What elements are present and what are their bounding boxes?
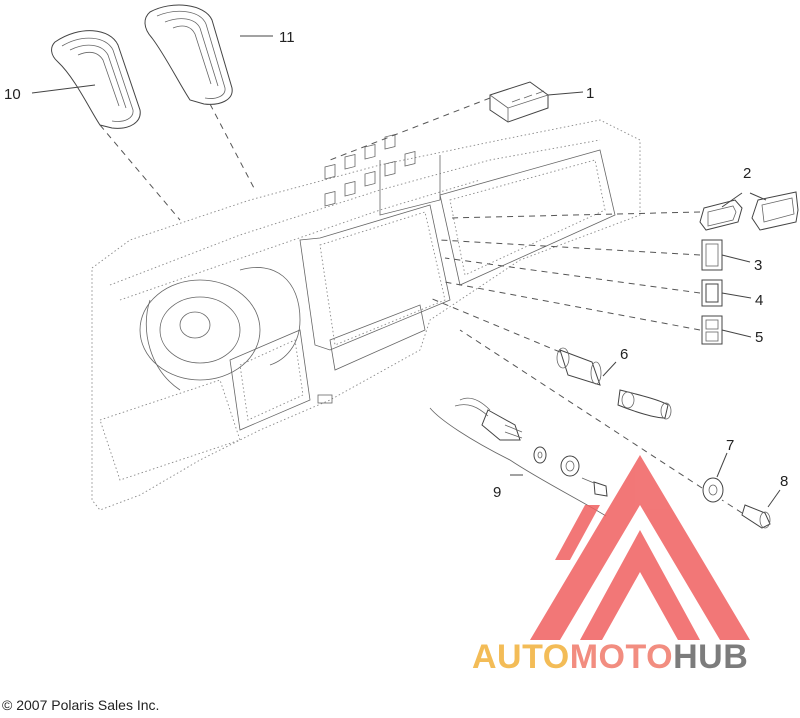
callout-1: 1 [586,85,594,102]
part-5-switch [701,315,723,345]
part-1-connector [489,81,549,123]
watermark-moto: MOTO [570,638,673,676]
part-7-nut [702,477,724,503]
switch-panel [324,134,416,207]
watermark-triangle-outer [530,455,750,640]
callout-2: 2 [743,165,751,182]
callout-labels: 10 11 1 2 3 4 5 6 7 8 9 [4,29,788,501]
callout-4: 4 [755,292,763,309]
part-10-trim [51,30,141,129]
watermark-brand: AUTOMOTOHUB [472,638,748,676]
part-3-plate [701,239,723,271]
callout-3: 3 [754,257,762,274]
leader-lines [31,35,781,508]
part-2-vents [699,191,799,231]
part-9-switch-kit [429,397,608,517]
part-6-power-outlet [556,347,672,420]
watermark-triangle-inner [580,530,700,640]
explode-lines [99,97,743,514]
callout-9: 9 [493,484,501,501]
callout-6: 6 [620,346,628,363]
callout-5: 5 [755,329,763,346]
dashboard-assembly [91,119,641,511]
watermark-auto: AUTO [472,638,570,676]
callout-8: 8 [780,473,788,490]
copyright-notice: © 2007 Polaris Sales Inc. [2,697,160,713]
lower-panel [99,304,426,481]
part-8-bulb [741,504,771,529]
watermark-hub: HUB [673,638,748,676]
gauge-cluster [139,267,301,391]
callout-7: 7 [726,437,734,454]
part-4-switch [701,279,723,307]
watermark-logo: AUTOMOTOHUB [472,455,750,676]
glovebox [439,149,616,286]
callout-10: 10 [4,86,21,103]
callout-11: 11 [279,29,295,46]
part-11-trim [144,4,233,105]
